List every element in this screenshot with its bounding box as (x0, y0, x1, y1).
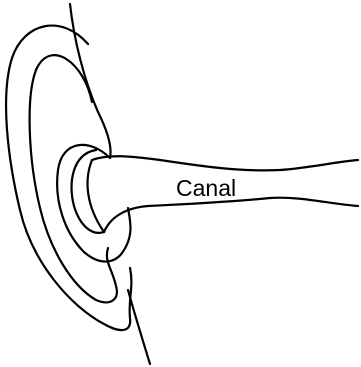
canal-lower-wall (102, 196, 360, 234)
ear-concha-inner (70, 148, 106, 234)
canal-label: Canal (176, 175, 236, 201)
head-contour-bottom (126, 288, 152, 366)
ear-concha (56, 143, 132, 263)
canal-opening (86, 158, 106, 234)
canal-upper-wall (90, 155, 360, 172)
ear-outer-helix (5, 24, 133, 332)
ear-antihelix (28, 54, 118, 304)
head-contour-top (68, 2, 112, 160)
